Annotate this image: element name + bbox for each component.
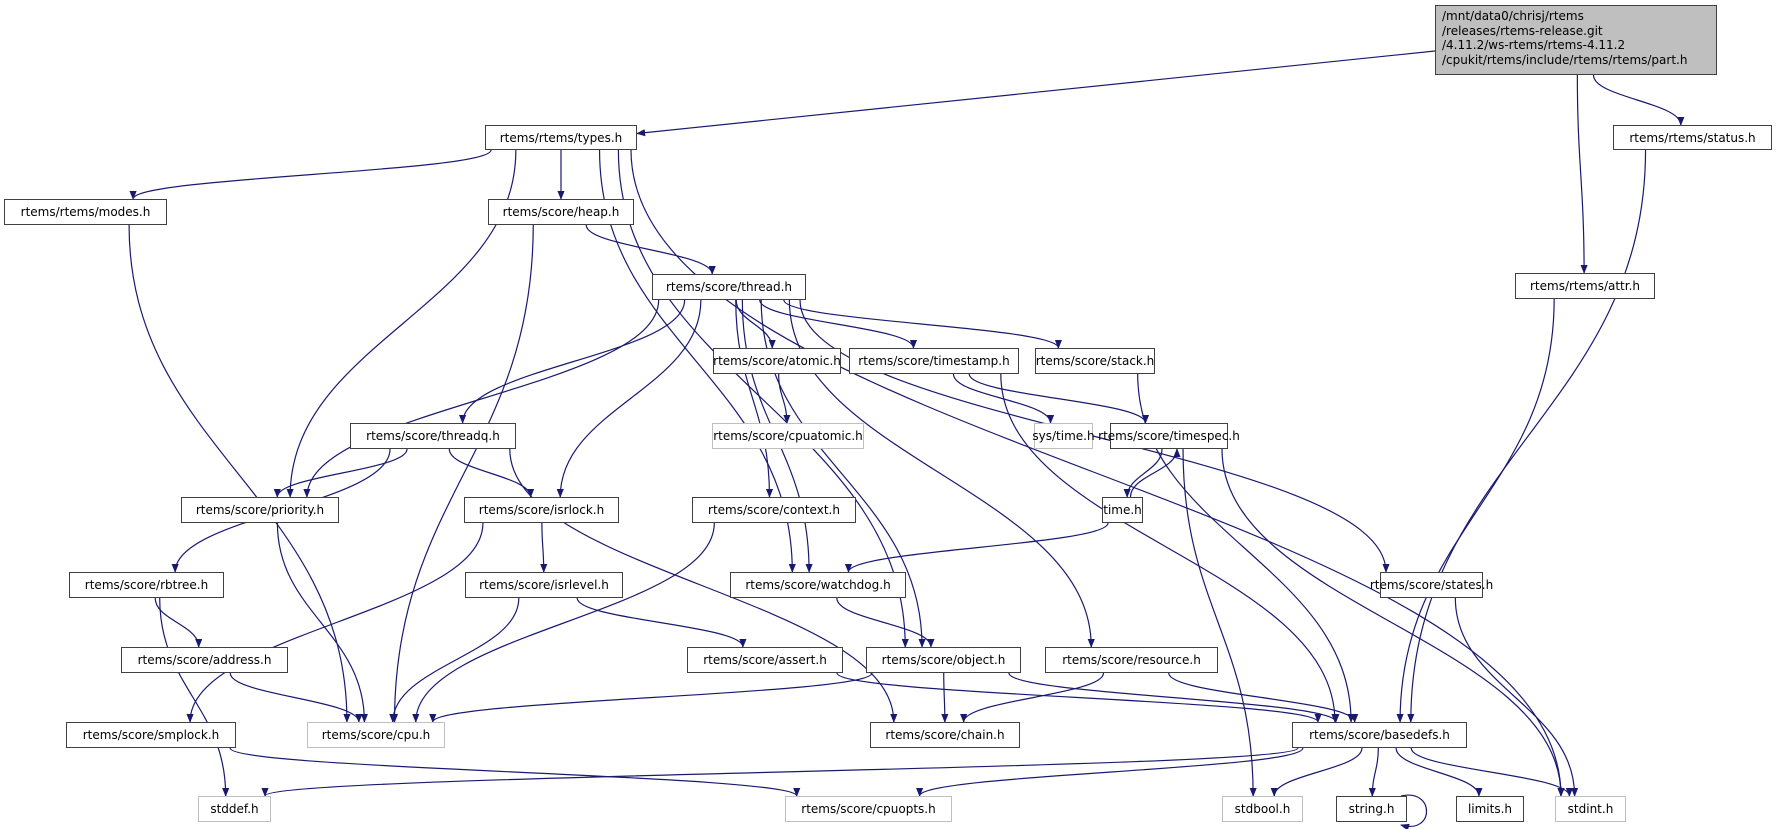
- edge-heap-to-cpu: [390, 224, 534, 723]
- node-stdbool: stdbool.h: [1222, 796, 1303, 822]
- root-file-node: /mnt/data0/chrisj/rtems /releases/rtems-…: [1435, 5, 1717, 75]
- node-attr[interactable]: rtems/rtems/attr.h: [1515, 273, 1655, 299]
- edge-object-to-cpu: [429, 672, 873, 723]
- edge-types-to-object: [617, 149, 909, 648]
- edge-types-to-stdint: [630, 149, 1565, 797]
- node-heap[interactable]: rtems/score/heap.h: [488, 199, 634, 225]
- node-smplock[interactable]: rtems/score/smplock.h: [66, 722, 236, 748]
- node-atomic[interactable]: rtems/score/atomic.h: [713, 348, 841, 374]
- edge-isrlock-to-smplock: [186, 522, 484, 723]
- node-cpuopts: rtems/score/cpuopts.h: [785, 796, 952, 822]
- edge-status-to-basedefs: [1407, 149, 1647, 723]
- edge-root-to-types: [636, 50, 1436, 137]
- node-stdint: stdint.h: [1555, 796, 1626, 822]
- edge-timestamp-to-basedefs: [1000, 373, 1339, 723]
- edge-types-to-modes: [129, 149, 492, 200]
- node-time[interactable]: time.h: [1102, 497, 1143, 523]
- node-stack[interactable]: rtems/score/stack.h: [1035, 348, 1155, 374]
- edge-rbtree-to-address: [154, 597, 203, 648]
- edge-thread-to-isrlock: [556, 299, 702, 498]
- edge-resource-to-basedefs: [1168, 672, 1359, 723]
- edge-timespec-to-stdbool: [1182, 448, 1257, 797]
- edge-modes-to-cpu: [128, 224, 351, 723]
- node-threadq[interactable]: rtems/score/threadq.h: [350, 423, 516, 449]
- edge-string-to-string: [1400, 794, 1427, 829]
- node-rbtree[interactable]: rtems/score/rbtree.h: [69, 572, 224, 598]
- edge-thread-to-timestamp: [759, 299, 918, 349]
- edge-thread-to-stack: [783, 299, 1062, 349]
- edge-timestamp-to-systime: [952, 373, 1055, 424]
- edge-timespec-to-stdint: [1221, 448, 1565, 797]
- node-chain[interactable]: rtems/score/chain.h: [870, 722, 1020, 748]
- edge-basedefs-to-stddef: [261, 747, 1299, 797]
- edge-basedefs-to-cpuopts: [916, 747, 1304, 797]
- edge-threadq-to-chain: [509, 448, 898, 723]
- edge-states-to-stdint: [1454, 597, 1579, 797]
- edge-object-to-basedefs: [1008, 672, 1340, 723]
- edge-time-to-watchdog: [844, 522, 1109, 573]
- edge-thread-to-context: [735, 299, 774, 498]
- node-modes[interactable]: rtems/rtems/modes.h: [4, 199, 167, 225]
- node-thread[interactable]: rtems/score/thread.h: [652, 274, 806, 300]
- node-basedefs[interactable]: rtems/score/basedefs.h: [1292, 722, 1467, 748]
- edge-assert-to-basedefs: [836, 672, 1322, 723]
- edge-smplock-to-cpuopts: [229, 747, 801, 797]
- node-timespec[interactable]: rtems/score/timespec.h: [1098, 423, 1240, 449]
- node-address[interactable]: rtems/score/address.h: [121, 647, 288, 673]
- edge-threadq-to-priority: [273, 448, 408, 498]
- edge-root-to-attr: [1576, 74, 1588, 274]
- edge-thread-to-threadq: [459, 299, 686, 424]
- edge-isrlevel-to-assert: [576, 597, 747, 648]
- node-context[interactable]: rtems/score/context.h: [692, 497, 856, 523]
- edge-root-to-status: [1592, 74, 1685, 126]
- edge-heap-to-thread: [585, 224, 716, 275]
- edge-isrlevel-to-cpu: [389, 597, 520, 723]
- node-timestamp[interactable]: rtems/score/timestamp.h: [849, 348, 1019, 374]
- edge-isrlock-to-isrlevel: [540, 522, 548, 573]
- edge-context-to-cpu: [412, 522, 715, 723]
- node-systime: sys/time.h: [1032, 423, 1095, 449]
- edge-atomic-to-cpuatomic: [778, 373, 791, 424]
- edge-priority-to-cpu: [276, 522, 368, 723]
- edge-basedefs-to-limits: [1395, 747, 1483, 797]
- edge-threadq-to-isrlock: [448, 448, 535, 498]
- node-assert[interactable]: rtems/score/assert.h: [687, 647, 843, 673]
- node-isrlock[interactable]: rtems/score/isrlock.h: [464, 497, 619, 523]
- node-status[interactable]: rtems/rtems/status.h: [1613, 125, 1772, 150]
- node-string[interactable]: string.h: [1336, 796, 1407, 822]
- edge-thread-to-atomic: [735, 299, 776, 349]
- node-limits[interactable]: limits.h: [1456, 796, 1524, 822]
- edge-watchdog-to-object: [836, 597, 935, 648]
- edge-time-to-timespec: [1129, 448, 1181, 498]
- node-cpuatomic: rtems/score/cpuatomic.h: [712, 423, 864, 449]
- edge-thread-to-priority: [303, 299, 660, 498]
- edge-basedefs-to-stdbool: [1270, 747, 1363, 797]
- edge-address-to-cpu: [229, 672, 363, 723]
- node-cpu: rtems/score/cpu.h: [307, 722, 445, 748]
- node-types[interactable]: rtems/rtems/types.h: [485, 125, 637, 150]
- node-object[interactable]: rtems/score/object.h: [866, 647, 1021, 673]
- edge-object-to-chain: [941, 672, 949, 723]
- node-watchdog[interactable]: rtems/score/watchdog.h: [730, 572, 906, 598]
- node-states[interactable]: rtems/score/states.h: [1370, 572, 1493, 598]
- node-resource[interactable]: rtems/score/resource.h: [1045, 647, 1218, 673]
- edge-resource-to-chain: [960, 672, 1105, 723]
- node-isrlevel[interactable]: rtems/score/isrlevel.h: [465, 572, 623, 598]
- edge-basedefs-to-string: [1368, 747, 1379, 797]
- node-stddef: stddef.h: [198, 796, 271, 822]
- edge-thread-to-states: [799, 299, 1390, 573]
- edge-timestamp-to-timespec: [968, 373, 1150, 424]
- edge-rbtree-to-stddef: [159, 597, 230, 797]
- edge-basedefs-to-stdint: [1410, 747, 1573, 797]
- edge-timespec-to-time: [1123, 448, 1163, 498]
- node-priority[interactable]: rtems/score/priority.h: [181, 497, 339, 523]
- edge-attr-to-basedefs: [1396, 298, 1555, 723]
